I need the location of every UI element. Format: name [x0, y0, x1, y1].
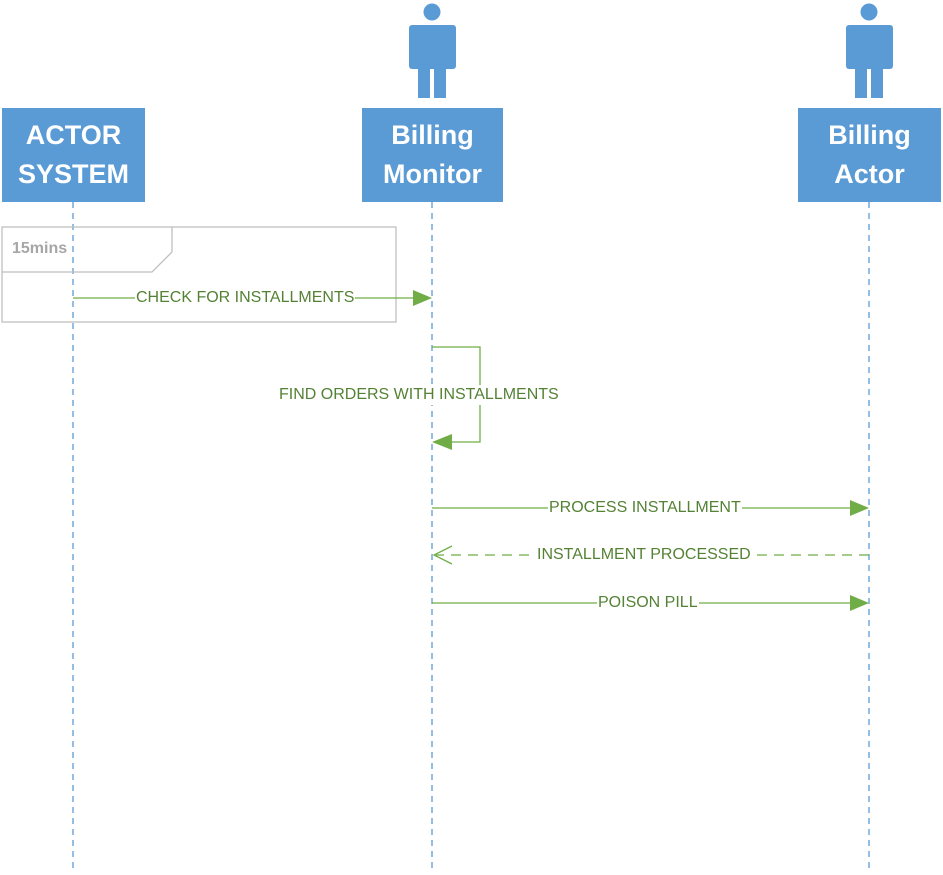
message-label-poison-pill: POISON PILL	[597, 593, 699, 613]
actor-person-icon	[409, 3, 456, 98]
lifeline-title-line1: Billing	[828, 120, 911, 150]
lifeline-title-line1: Billing	[391, 120, 474, 150]
loop-fragment-tab	[2, 227, 173, 273]
lifeline-title-line2: Actor	[834, 159, 905, 189]
lifeline-actor-system: ACTOR SYSTEM	[2, 108, 145, 202]
actor-person-icon	[846, 3, 893, 98]
lifeline-title-line2: SYSTEM	[17, 159, 130, 189]
message-label-check-for-installments: CHECK FOR INSTALLMENTS	[135, 288, 356, 308]
message-arrow-installment-processed	[432, 545, 869, 565]
message-label-installment-processed: INSTALLMENT PROCESSED	[536, 545, 752, 565]
lifeline-title-line2: Monitor	[383, 159, 482, 189]
lifeline-title-line1: ACTOR	[25, 120, 122, 150]
lifeline-billing-actor: Billing Actor	[798, 108, 941, 202]
loop-fragment-label: 15mins	[12, 240, 68, 257]
loop-fragment-frame	[1, 226, 397, 323]
message-label-find-orders: FIND ORDERS WITH INSTALLMENTS	[278, 385, 560, 405]
lifeline-billing-monitor: Billing Monitor	[362, 108, 503, 202]
message-label-process-installment: PROCESS INSTALLMENT	[548, 498, 742, 518]
